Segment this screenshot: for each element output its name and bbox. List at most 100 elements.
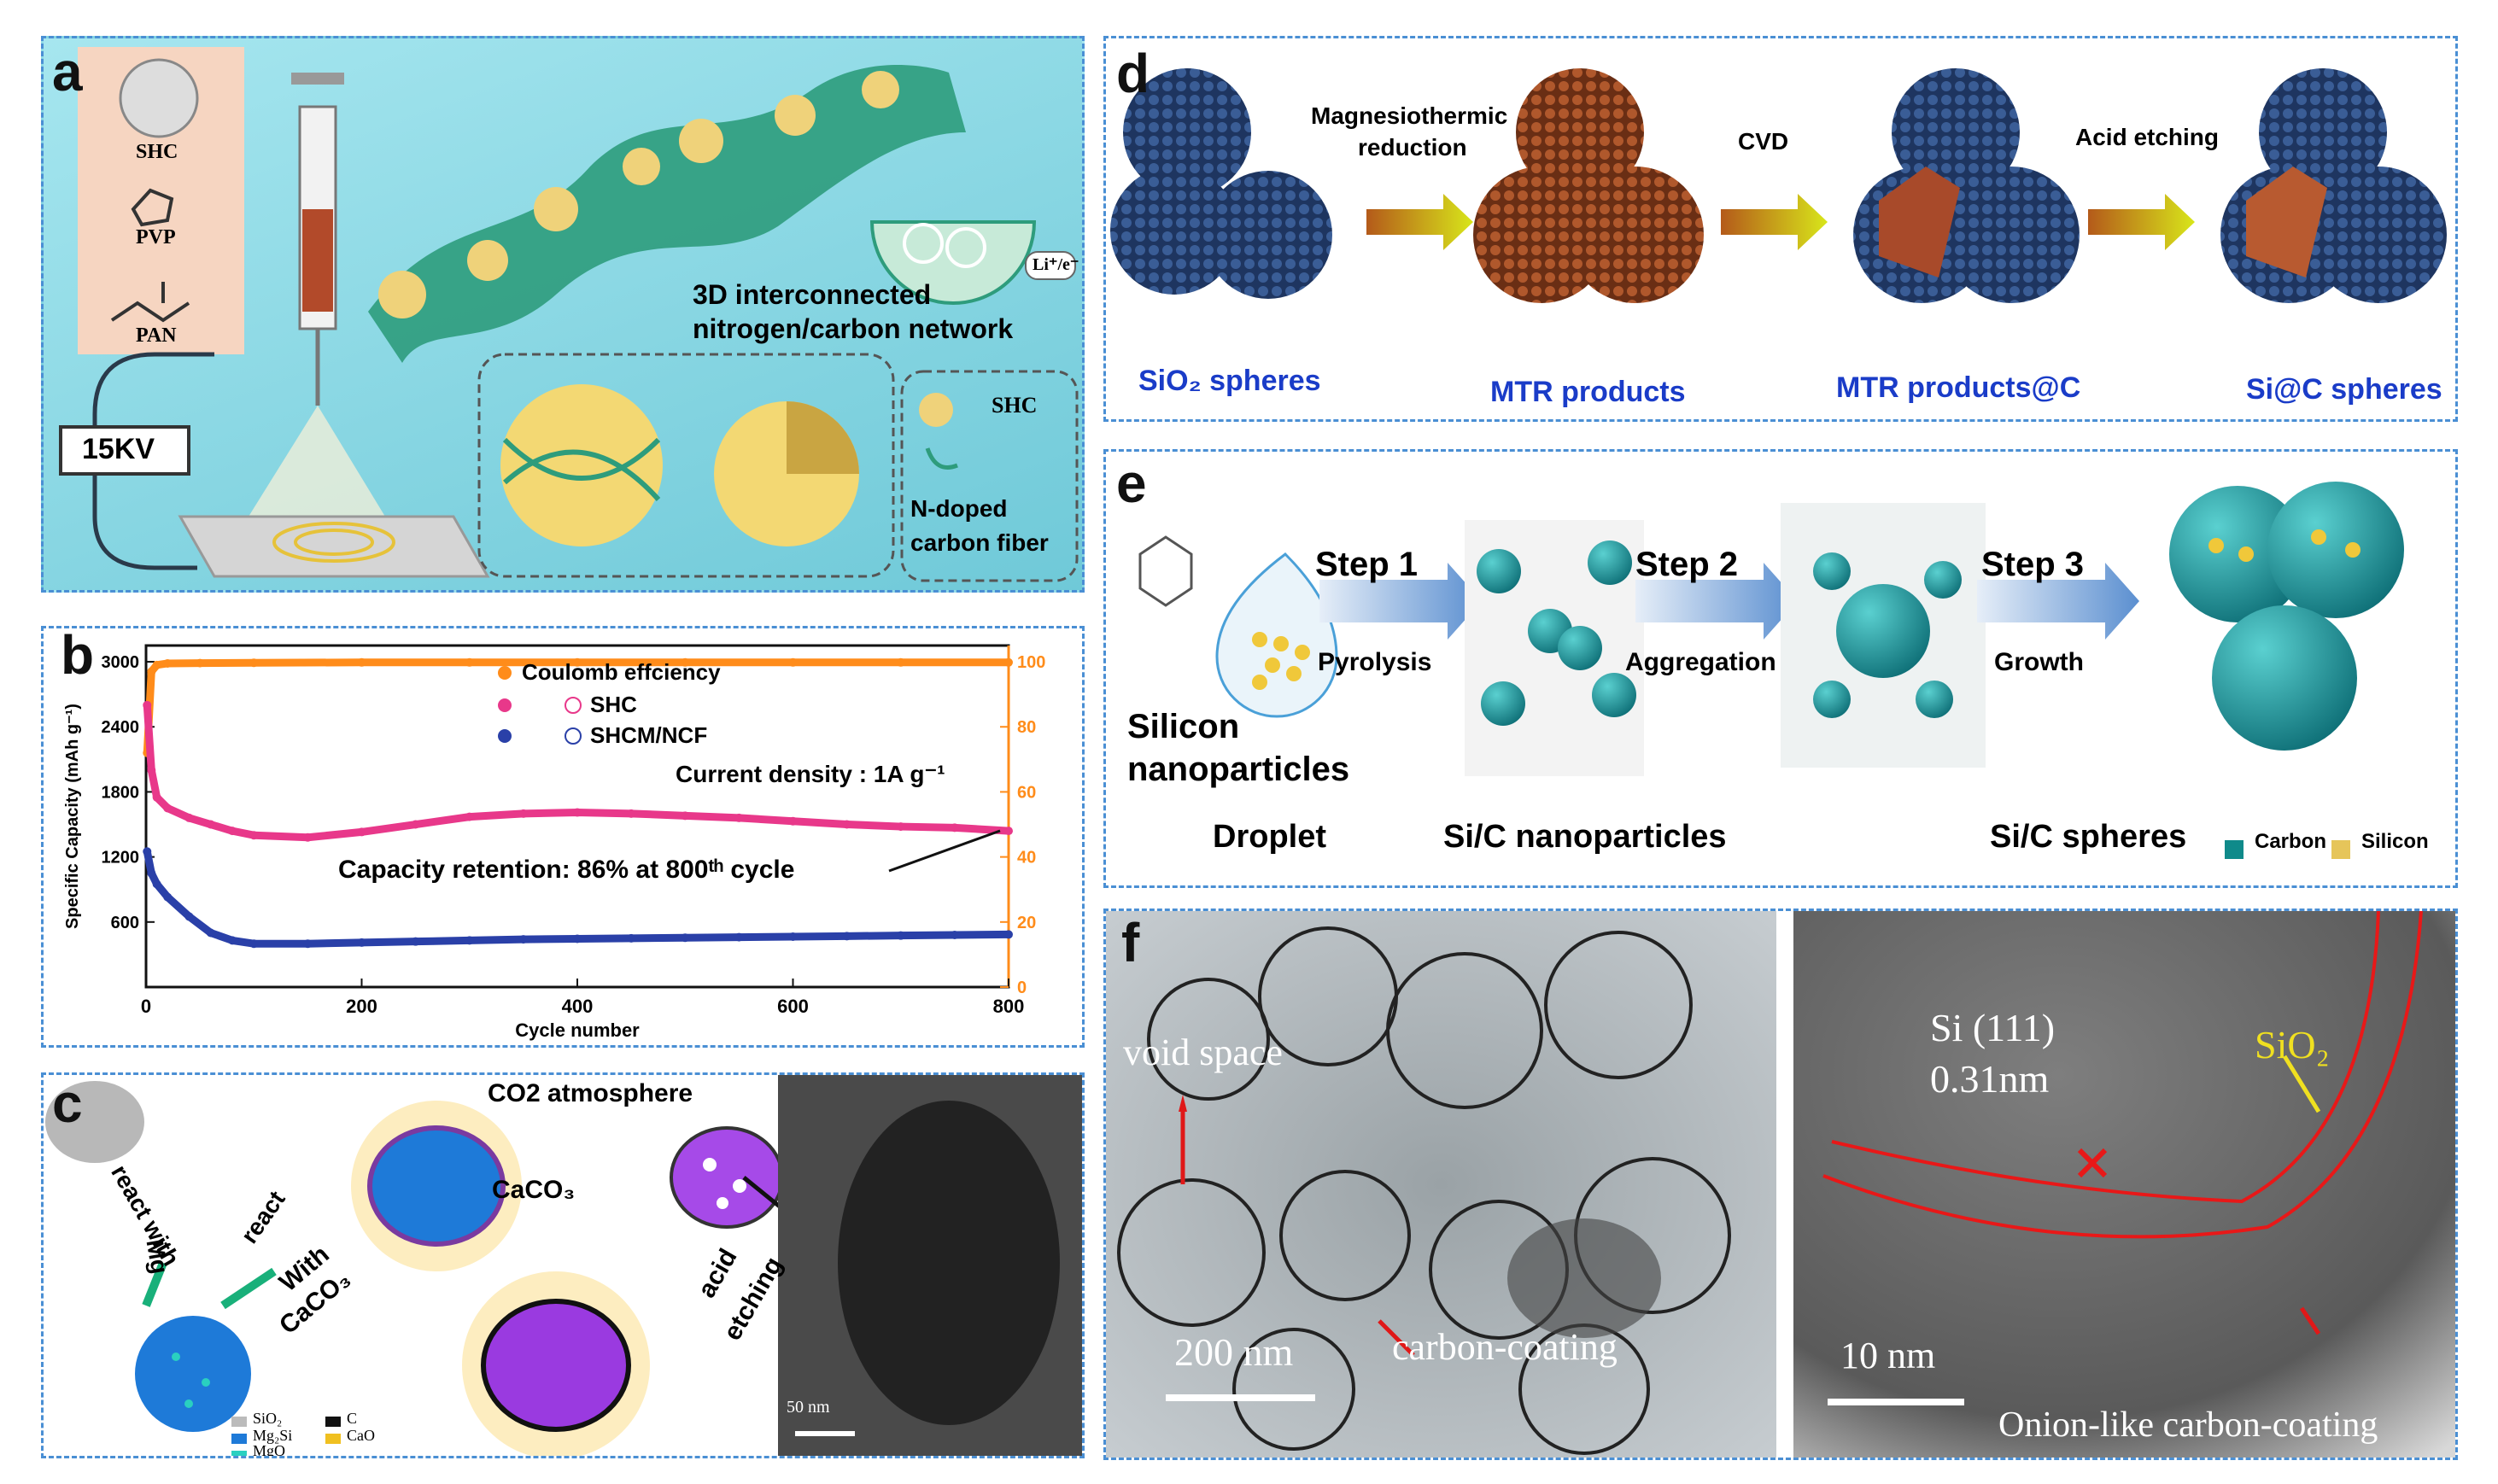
legend-cao: CaO (347, 1427, 375, 1444)
ion-bubble (1025, 251, 1076, 280)
step3-label: Step 3 (1981, 546, 2085, 583)
syringe-solution-icon (302, 209, 333, 312)
onion-arrow-icon (2299, 1306, 2321, 1335)
legend-c-swatch (325, 1417, 341, 1427)
circuit-wire-icon (92, 352, 214, 570)
data-point (143, 700, 152, 710)
panel-c-label: c (52, 1072, 83, 1134)
droplet-icon (1215, 552, 1338, 718)
data-point (163, 658, 173, 668)
mtr-products-icon (1473, 68, 1704, 303)
collector-plate-icon (178, 515, 490, 578)
legend-sio2-swatch (231, 1417, 247, 1427)
arrow-icon (220, 1267, 277, 1310)
data-point (627, 933, 636, 943)
step2-label: Step 2 (1635, 546, 1739, 583)
legend-silicon: Silicon (2361, 830, 2429, 853)
y-tick-label: 600 (111, 914, 139, 932)
data-point (249, 831, 259, 840)
step1-arrow-icon (1319, 563, 1482, 640)
arrow-icon (1721, 194, 1828, 250)
panel-a: a SHC PVP PAN 15KV 3D interconnected nit… (41, 36, 1085, 593)
legend-marker-shc (498, 698, 512, 712)
legend-carbon-swatch (2225, 840, 2244, 859)
data-point (896, 657, 905, 667)
retention-arrow-icon (888, 829, 1001, 873)
caption-sio2-spheres: SiO₂ spheres (1138, 365, 1321, 397)
x-tick-label: 800 (993, 996, 1025, 1017)
step2-arrow-icon (1635, 563, 1798, 640)
legend-label-shc: SHC (590, 692, 637, 717)
legend-fiber-label-1: N-doped (910, 495, 1008, 522)
legend-mg2si: Mg₂Si (253, 1427, 293, 1444)
arrow-label-acid-etching: Acid etching (2075, 124, 2220, 150)
data-point (228, 936, 237, 945)
current-density-label: Current density : 1A g⁻¹ (676, 761, 945, 787)
arrow-label-reduction: reduction (1358, 134, 1467, 161)
legend-marker-shc-open (565, 697, 582, 714)
x-axis-label: Cycle number (515, 1020, 640, 1041)
legend-fiber-label-2: carbon fiber (910, 529, 1049, 556)
sio2-spheres-icon (1110, 68, 1332, 299)
arrow-icon (142, 1261, 167, 1307)
data-point (152, 879, 161, 889)
y2-tick-label: 100 (1017, 653, 1045, 672)
pan-chain-icon (110, 282, 190, 323)
legend-label-shcm: SHCM/NCF (590, 722, 707, 748)
carbon-coated-sphere-icon (481, 1299, 631, 1432)
data-point (163, 892, 173, 902)
arrow-icon (1366, 194, 1473, 250)
data-point (573, 657, 582, 667)
void-space-label: void space (1123, 1031, 1283, 1073)
data-point (465, 812, 474, 821)
silicon-np-label-2: nanoparticles (1127, 751, 1350, 788)
step3-arrow-icon (1977, 563, 2139, 640)
data-point (518, 935, 528, 944)
data-point (465, 936, 474, 945)
pvp-ring-icon (131, 188, 174, 227)
legend-silicon-swatch (2331, 840, 2350, 859)
molecule-label-pan: PAN (136, 324, 177, 347)
data-point (303, 833, 313, 842)
caption-mtr-products-c: MTR products@C (1836, 371, 2081, 404)
panel-d-illustration (1110, 68, 2447, 303)
y2-tick-label: 0 (1017, 979, 1027, 997)
data-point (147, 667, 156, 676)
y2-tick-label: 20 (1017, 914, 1036, 932)
legend-marker-shcm-open (565, 727, 582, 745)
data-point (357, 657, 366, 667)
shc-particle-icon (378, 271, 426, 318)
legend-label-coulomb: Coulomb effciency (522, 659, 721, 685)
scale-label-c: 50 nm (787, 1398, 830, 1417)
si111-label: Si (111) (1930, 1006, 2056, 1049)
series-line-1 (143, 701, 1013, 842)
d-spacing-label: 0.31nm (1930, 1057, 2050, 1101)
x-tick-label: 0 (141, 996, 151, 1017)
silicon-np-label-1: Silicon (1127, 708, 1240, 745)
x-tick-label: 600 (777, 996, 809, 1017)
x-tick-label: 200 (346, 996, 377, 1017)
molecule-label-pvp: PVP (136, 226, 176, 248)
data-point (143, 847, 152, 856)
arrow-icon (2088, 194, 2195, 250)
fiber-coil-icon (272, 522, 395, 563)
legend-sio2: SiO₂ (253, 1410, 283, 1427)
legend-marker-shcm (498, 729, 512, 743)
panel-f-illustration (1106, 911, 2455, 1458)
panel-a-label: a (52, 41, 83, 102)
carbon-boundary-icon (1822, 911, 2423, 1239)
growth-label: Growth (1994, 648, 2084, 676)
panel-b-label: b (61, 626, 95, 686)
y-axis-label: Specific Capacity (mAh g⁻¹) (63, 704, 82, 929)
data-point (206, 820, 215, 829)
data-point (184, 912, 194, 921)
pyridine-icon (1138, 535, 1193, 607)
y-tick-label: 2400 (102, 718, 140, 737)
tem-image-right (1793, 911, 2455, 1458)
data-point (896, 822, 905, 832)
data-point (411, 937, 420, 946)
sio2-label: SiO₂ (2255, 1023, 2330, 1066)
data-point (950, 931, 959, 940)
